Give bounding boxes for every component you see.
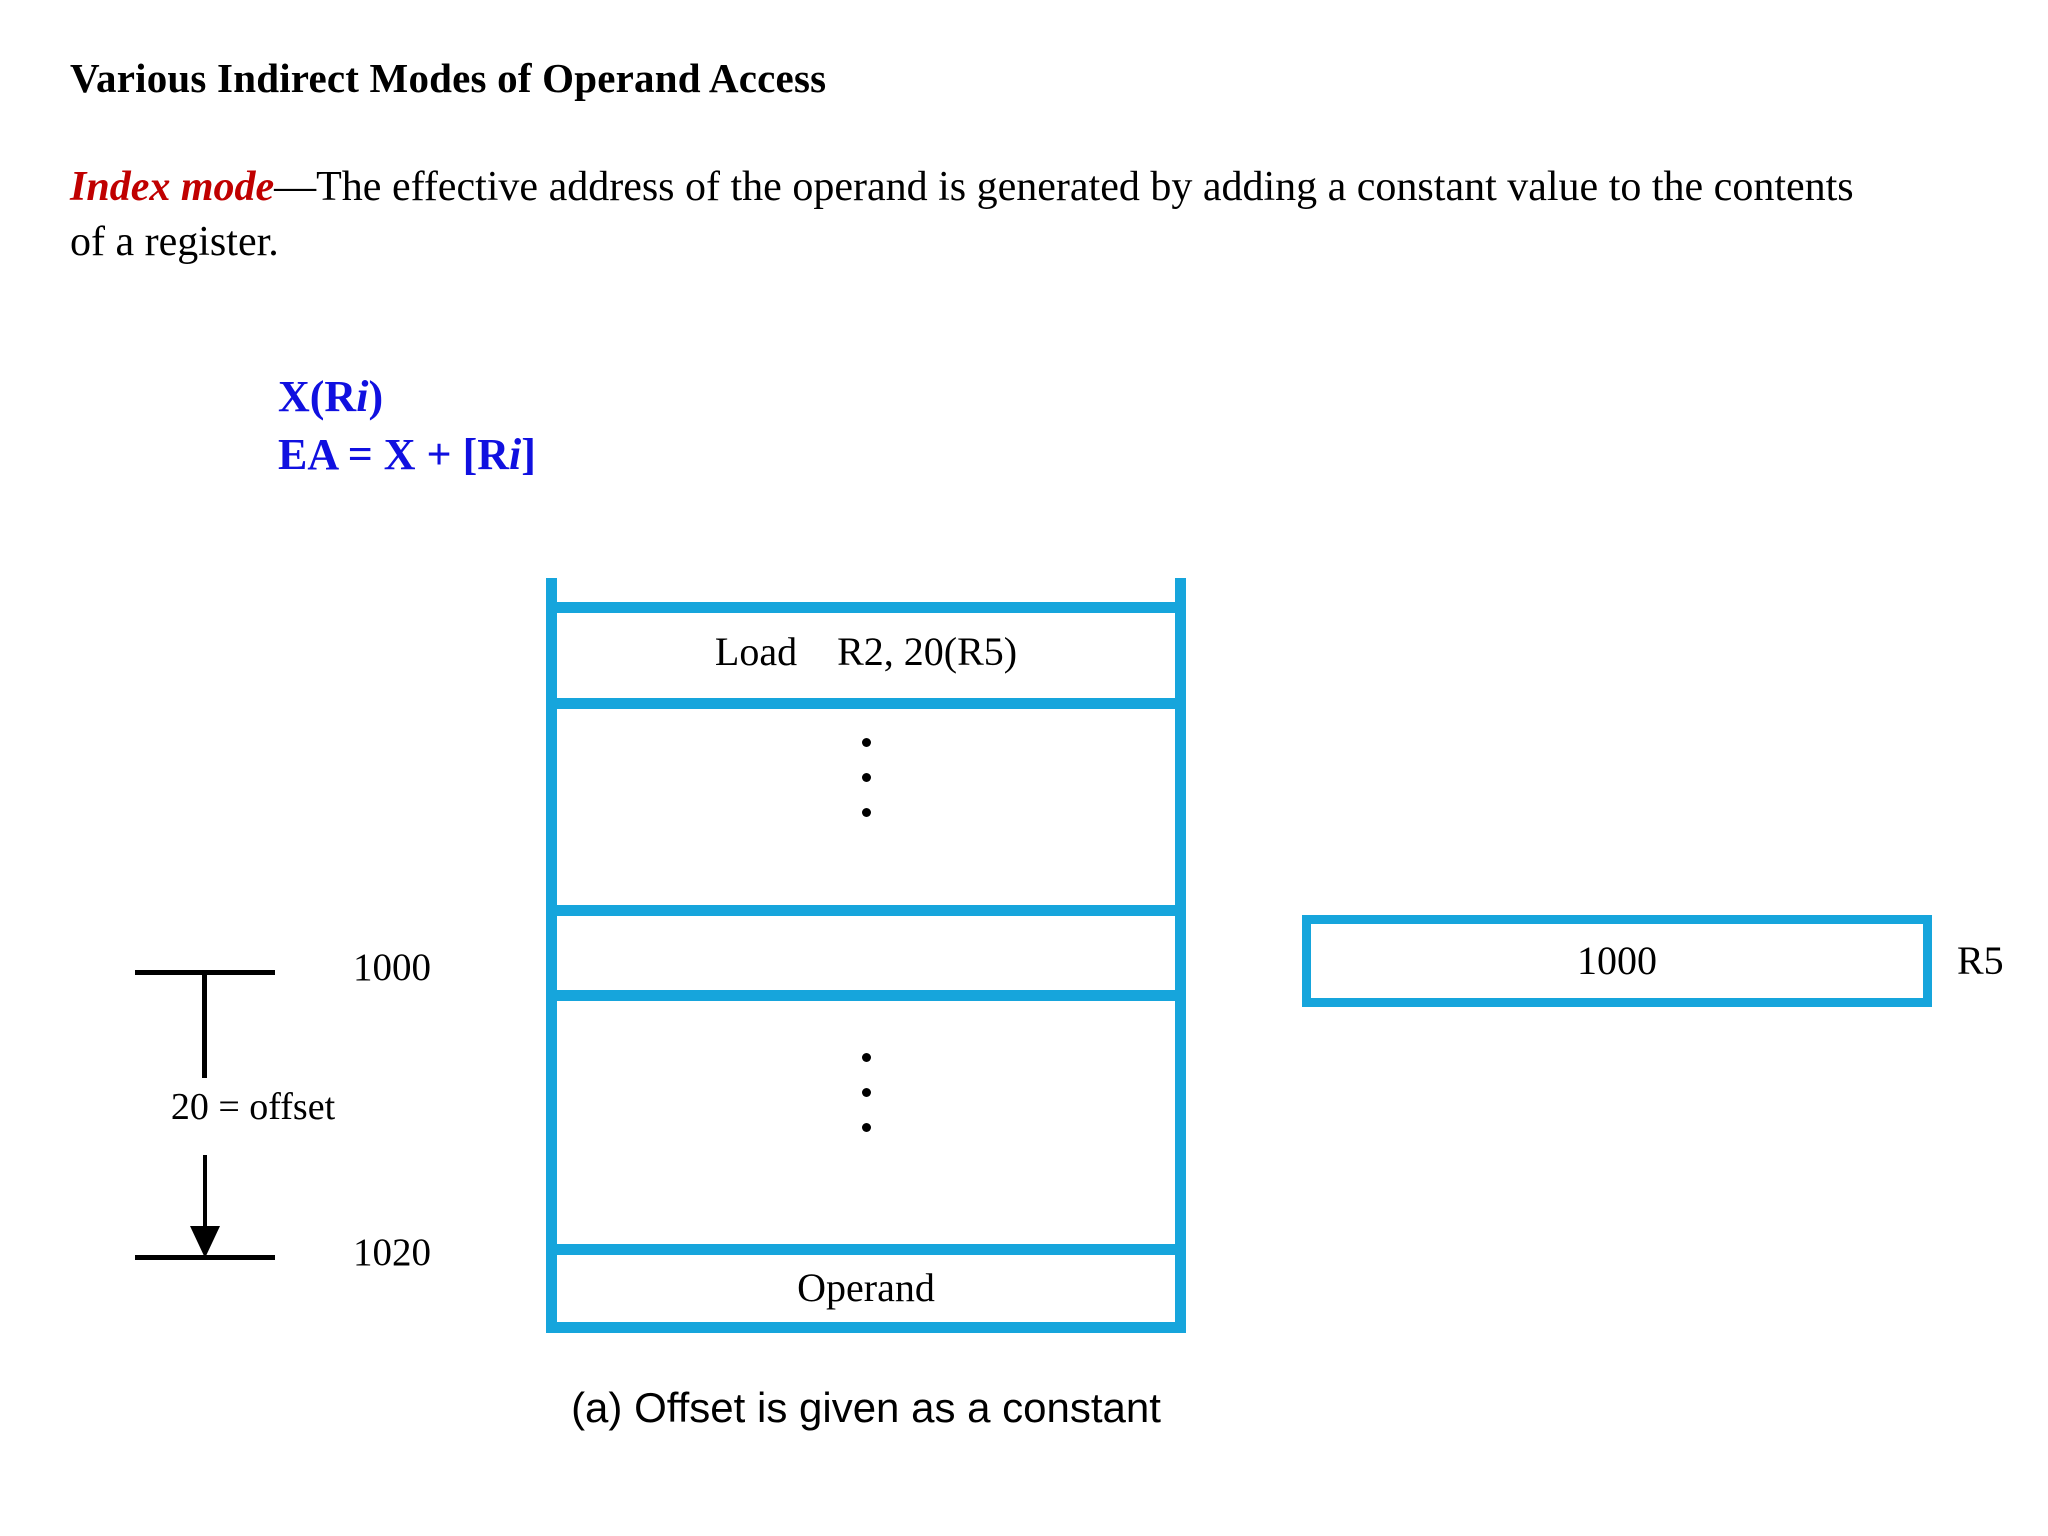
memory-divider-1 [546,602,1186,613]
intro-term-index-mode: Index mode [70,164,275,210]
down-arrow-icon [190,1226,220,1258]
memory-divider-4 [546,990,1186,1001]
address-label-target: 1020 [353,1231,431,1274]
memory-divider-3 [546,905,1186,916]
memory-ellipsis-lower [546,1053,1186,1132]
tick-mark-target [135,1255,275,1260]
ellipsis-dot [861,1053,871,1062]
formula-ea-prefix: EA = X + [R [278,430,510,480]
register-group-r5: 1000 R5 [1302,915,2004,1025]
register-value: 1000 [1577,938,1657,983]
register-box [1302,915,1932,1007]
page-title: Various Indirect Modes of Operand Access [70,55,827,101]
memory-cell-instruction: Load R2, 20(R5) [714,629,1018,674]
intro-paragraph: Index mode—The effective address of the … [70,160,1860,271]
formula-syntax-prefix: X(R [278,372,357,421]
ellipsis-dot [861,738,871,747]
memory-divider-6 [546,1322,1186,1333]
formula-effective-address: EA = X + [Ri] [278,426,536,484]
formula-ea-suffix: ] [521,430,536,480]
memory-ellipsis-upper [546,738,1186,817]
memory-cell-operand: Operand [797,1265,935,1310]
ellipsis-dot [861,808,871,817]
formula-syntax-suffix: ) [368,372,384,421]
memory-rail-right [1175,578,1186,1333]
offset-stem-upper [202,970,207,1078]
formula-syntax: X(Ri) [278,368,536,426]
memory-rail-left [546,578,557,1333]
formula-block: X(Ri) EA = X + [Ri] [278,368,536,484]
memory-divider-5 [546,1244,1186,1255]
offset-value-label: 20 = offset [170,1086,336,1128]
formula-syntax-index: i [356,372,369,421]
register-label: R5 [1957,938,2004,983]
intro-body-text: —The effective address of the operand is… [70,164,1854,266]
address-label-base: 1000 [353,946,431,989]
ellipsis-dot [861,1088,871,1097]
ellipsis-dot [861,1123,871,1132]
offset-stem-lower [203,1155,207,1233]
memory-column-diagram: Load R2, 20(R5) Operand [546,578,1186,1333]
ellipsis-dot [861,773,871,782]
offset-annotation: 20 = offset 1000 1020 [135,930,555,1274]
figure-caption: (a) Offset is given as a constant [571,1384,1161,1431]
memory-divider-2 [546,698,1186,709]
formula-ea-index: i [509,430,522,480]
